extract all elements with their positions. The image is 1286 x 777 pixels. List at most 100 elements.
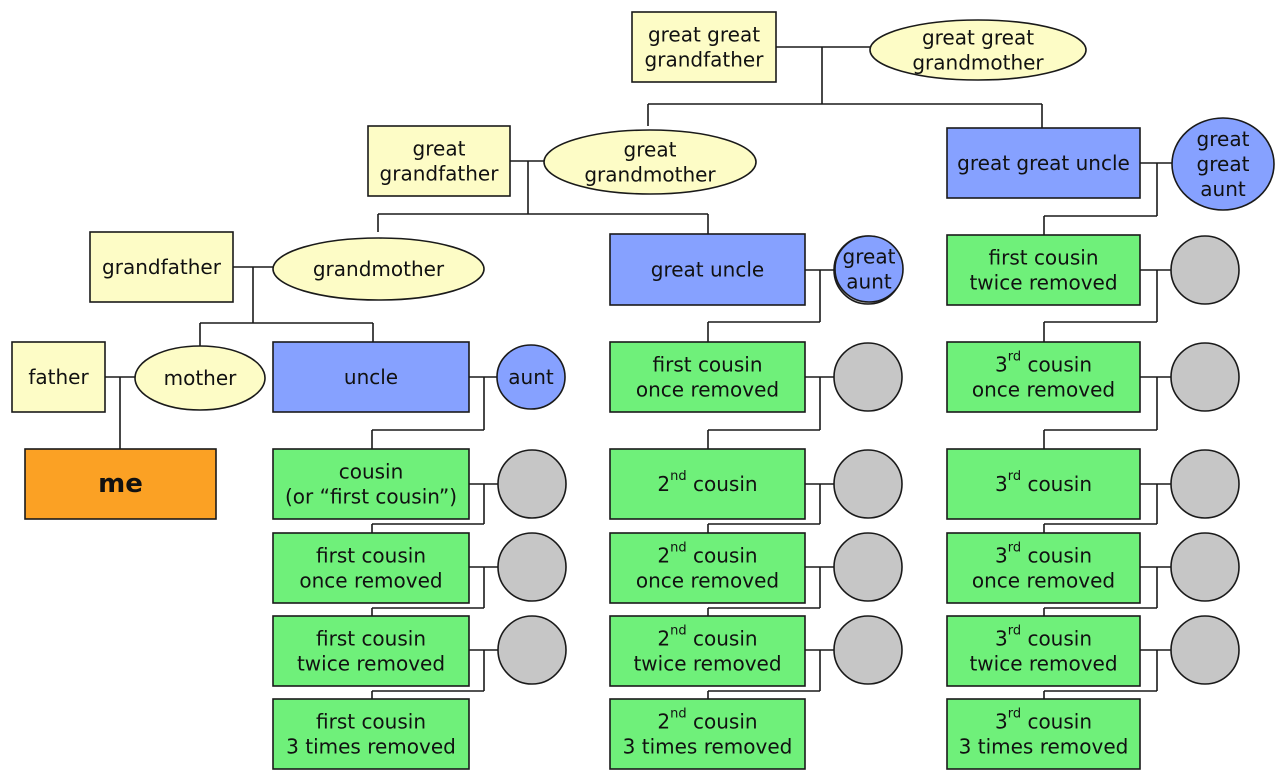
node-grandfather: grandfather <box>89 231 234 303</box>
person-box <box>89 231 234 303</box>
node-grandmother: grandmother <box>272 237 485 301</box>
spouse-circle <box>1170 342 1240 412</box>
node-label: once removed <box>636 378 779 402</box>
person-box <box>609 341 806 413</box>
node-label: once removed <box>972 378 1115 402</box>
person-oval <box>134 345 266 411</box>
node-c3: 3rd cousin <box>946 448 1141 520</box>
node-label: once removed <box>636 569 779 593</box>
node-label: 3rd cousin <box>995 469 1092 497</box>
node-label: once removed <box>972 569 1115 593</box>
connector-lines <box>105 46 1172 699</box>
node-label: grandfather <box>380 162 500 186</box>
spouse-circle <box>497 449 567 519</box>
node-label: twice removed <box>969 271 1117 295</box>
person-box <box>272 698 470 770</box>
node-label: first cousin <box>989 246 1099 270</box>
node-label: great uncle <box>651 258 764 282</box>
person-box <box>609 233 806 306</box>
node-me: me <box>24 448 217 520</box>
person-box <box>272 448 470 520</box>
node-label: 3rd cousin <box>995 706 1092 734</box>
node-label: great great uncle <box>957 151 1130 175</box>
person-box <box>609 698 806 770</box>
node-great-uncle: great uncle <box>609 233 806 306</box>
person-box <box>946 341 1141 413</box>
node-label: mother <box>164 366 238 390</box>
person-box <box>272 341 470 413</box>
person-oval <box>272 237 485 301</box>
node-label: twice removed <box>633 652 781 676</box>
person-box <box>609 532 806 604</box>
node-label: 3 times removed <box>286 735 456 759</box>
node-label: 3rd cousin <box>995 540 1092 568</box>
spouse-circle <box>1170 449 1240 519</box>
person-box <box>272 532 470 604</box>
node-mother: mother <box>134 345 266 411</box>
spouse-circle <box>497 532 567 602</box>
node-label: me <box>98 469 143 499</box>
person-box <box>946 615 1141 687</box>
node-label: 2nd cousin <box>657 540 757 568</box>
person-box <box>367 125 511 197</box>
node-label: twice removed <box>969 652 1117 676</box>
node-aunt: aunt <box>496 344 566 410</box>
node-label: great <box>1197 127 1250 151</box>
node-label: great great <box>648 23 760 47</box>
spouse-circle <box>833 342 903 412</box>
node-uncle: uncle <box>272 341 470 413</box>
spouse-circle <box>497 615 567 685</box>
person-box <box>946 127 1141 199</box>
node-label: great <box>413 137 466 161</box>
node-label: uncle <box>344 365 398 389</box>
person-box <box>946 532 1141 604</box>
node-label: first cousin <box>316 710 426 734</box>
node-label: 2nd cousin <box>657 706 757 734</box>
node-label: aunt <box>846 270 892 294</box>
person-box <box>609 615 806 687</box>
node-label: twice removed <box>297 652 445 676</box>
node-label: grandmother <box>313 257 445 281</box>
node-label: 3rd cousin <box>995 349 1092 377</box>
node-label: great great <box>922 26 1034 50</box>
person-box <box>609 448 806 520</box>
person-oval <box>834 235 904 303</box>
node-label: grandmother <box>912 51 1044 75</box>
node-c2: 2nd cousin <box>609 448 806 520</box>
me-box <box>24 448 217 520</box>
node-label: once removed <box>299 569 442 593</box>
spouse-circle <box>1170 615 1240 685</box>
node-label: aunt <box>1200 177 1246 201</box>
node-cousin: cousin(or “first cousin”) <box>272 448 470 520</box>
spouse-circle <box>833 449 903 519</box>
spouse-circle <box>1170 532 1240 602</box>
person-oval <box>496 344 566 410</box>
person-box <box>946 448 1141 520</box>
person-box <box>946 698 1141 770</box>
node-label: first cousin <box>316 627 426 651</box>
person-oval <box>869 19 1087 81</box>
node-label: father <box>28 365 89 389</box>
node-label: first cousin <box>653 353 763 377</box>
node-label: great <box>624 138 677 162</box>
node-label: aunt <box>508 365 554 389</box>
node-label: 3 times removed <box>623 735 793 759</box>
